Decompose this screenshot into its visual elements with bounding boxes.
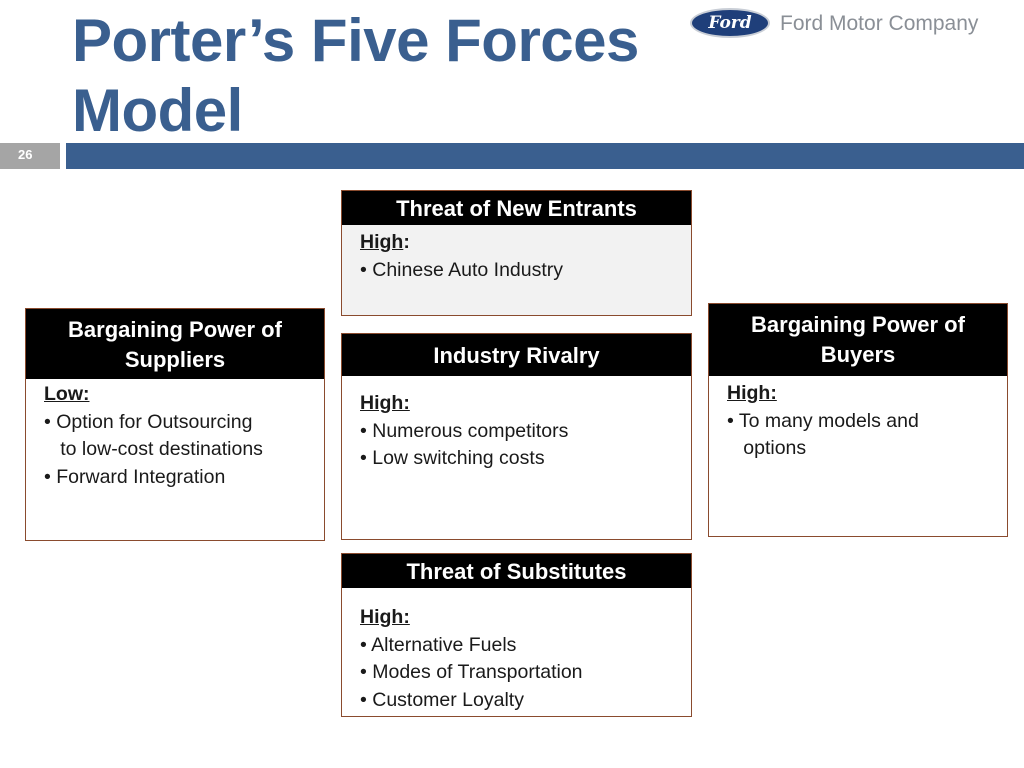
force-heading-line: Bargaining Power of xyxy=(751,312,965,337)
force-substitutes: Threat of Substitutes High: • Alternativ… xyxy=(341,553,692,717)
ford-oval-icon: Ford xyxy=(690,8,770,38)
force-heading: Threat of Substitutes xyxy=(342,554,691,588)
force-level-row: High: xyxy=(360,229,691,257)
header-rule xyxy=(66,143,1024,169)
force-heading: Bargaining Power of Suppliers xyxy=(26,309,324,379)
force-suppliers: Bargaining Power of Suppliers Low: • Opt… xyxy=(25,308,325,541)
force-item: • Chinese Auto Industry xyxy=(360,258,564,281)
company-name: Ford Motor Company xyxy=(780,12,979,35)
force-heading: Threat of New Entrants xyxy=(342,191,691,225)
force-heading-line: Buyers xyxy=(820,342,896,367)
force-item: • Numerous competitors xyxy=(360,419,569,442)
force-item: to low-cost destinations xyxy=(44,438,263,460)
force-item: • Modes of Transportation xyxy=(360,661,583,683)
force-item: • Forward Integration xyxy=(44,465,226,488)
force-heading: Industry Rivalry xyxy=(342,334,691,376)
force-item: options xyxy=(727,437,807,459)
force-rivalry: Industry Rivalry High: • Numerous compet… xyxy=(341,333,692,540)
force-item: • Low switching costs xyxy=(360,447,545,469)
force-item: • Alternative Fuels xyxy=(360,633,517,656)
force-item: • To many models and xyxy=(727,409,919,432)
force-level: Low: xyxy=(44,383,90,405)
force-level: High: xyxy=(360,392,410,414)
force-new-entrants: Threat of New Entrants High: • Chinese A… xyxy=(341,190,692,316)
force-buyers: Bargaining Power of Buyers High: • To ma… xyxy=(708,303,1008,537)
slide-title: Porter’s Five Forces Model xyxy=(72,7,639,144)
force-item: • Customer Loyalty xyxy=(360,688,524,711)
force-level-colon: : xyxy=(403,231,410,253)
force-item: • Option for Outsourcing xyxy=(44,410,253,433)
force-heading-line: Suppliers xyxy=(124,347,226,372)
force-heading: Bargaining Power of Buyers xyxy=(709,304,1007,376)
ford-logo: Ford Ford Motor Company xyxy=(690,6,1020,42)
force-heading-line: Bargaining Power of xyxy=(68,317,282,342)
force-level: High: xyxy=(360,606,410,628)
force-level: High: xyxy=(727,382,777,404)
force-level: High xyxy=(360,231,404,253)
slide-number: 26 xyxy=(0,143,60,169)
